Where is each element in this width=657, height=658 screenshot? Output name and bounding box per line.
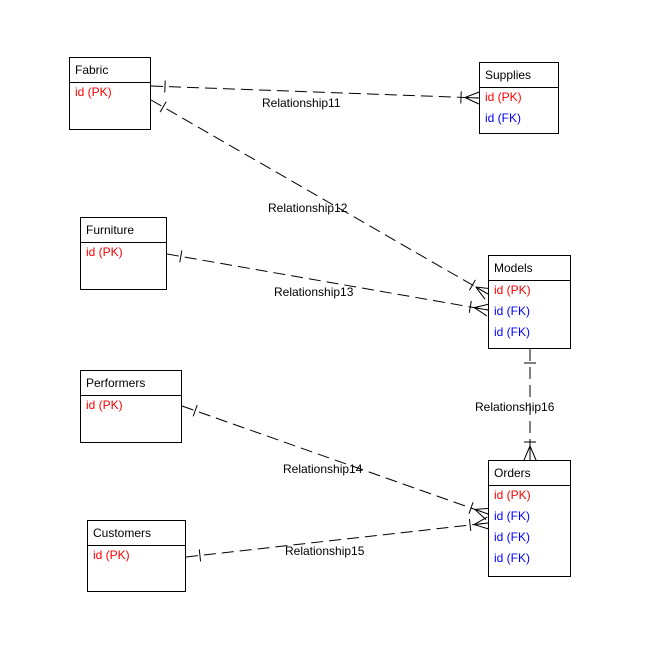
entity-title: Models xyxy=(489,256,570,281)
crows-foot-prong xyxy=(464,91,480,98)
relationship-line xyxy=(185,522,489,558)
entity-title: Supplies xyxy=(480,63,558,88)
foreign-key-attribute: id (FK) xyxy=(494,509,530,523)
relationship-label: Relationship14 xyxy=(283,462,363,476)
primary-key-attribute: id (PK) xyxy=(485,90,522,104)
one-cardinality-bar xyxy=(192,404,198,417)
entity-title: Orders xyxy=(489,461,570,486)
primary-key-attribute: id (PK) xyxy=(494,283,531,297)
entity-furniture[interactable]: Furniture id (PK) xyxy=(80,217,167,290)
one-cardinality-bar xyxy=(179,250,183,263)
entity-title: Customers xyxy=(88,521,185,546)
entity-customers[interactable]: Customers id (PK) xyxy=(87,520,186,592)
crows-foot-prong xyxy=(474,508,487,521)
primary-key-attribute: id (PK) xyxy=(86,398,123,412)
crows-foot-prong xyxy=(464,96,480,99)
relationship-label: Relationship12 xyxy=(268,201,348,215)
relationship-label: Relationship16 xyxy=(475,400,555,414)
foreign-key-attribute: id (FK) xyxy=(485,111,521,125)
crows-foot-prong xyxy=(474,507,491,510)
entity-fabric[interactable]: Fabric id (PK) xyxy=(69,57,151,130)
relationship-line xyxy=(181,405,489,515)
one-cardinality-bar xyxy=(159,101,167,113)
crows-foot-prong xyxy=(464,97,479,105)
crows-foot-prong xyxy=(475,286,486,300)
foreign-key-attribute: id (FK) xyxy=(494,304,530,318)
one-cardinality-bar xyxy=(468,279,476,291)
crows-foot-prong xyxy=(474,508,489,515)
crows-foot-prong xyxy=(523,445,531,461)
entity-models[interactable]: Models id (PK) id (FK) id (FK) xyxy=(488,255,571,349)
primary-key-attribute: id (PK) xyxy=(494,488,531,502)
relationship-label: Relationship15 xyxy=(285,544,365,558)
entity-title: Furniture xyxy=(81,218,166,243)
relationship-line xyxy=(150,99,489,295)
entity-orders[interactable]: Orders id (PK) id (FK) id (FK) id (FK) xyxy=(488,460,571,577)
crows-foot-prong xyxy=(475,286,489,295)
crows-foot-prong xyxy=(474,303,490,309)
crows-foot-prong xyxy=(474,307,489,311)
one-cardinality-bar xyxy=(468,502,474,514)
crows-foot-prong xyxy=(473,307,488,317)
relationship-line xyxy=(166,253,489,311)
crows-foot-prong xyxy=(473,524,489,530)
relationship-line xyxy=(150,85,480,99)
relationship-label: Relationship13 xyxy=(274,285,354,299)
entity-title: Performers xyxy=(81,371,181,396)
primary-key-attribute: id (PK) xyxy=(75,85,112,99)
entity-performers[interactable]: Performers id (PK) xyxy=(80,370,182,443)
primary-key-attribute: id (PK) xyxy=(93,548,130,562)
entity-supplies[interactable]: Supplies id (PK) id (FK) xyxy=(479,62,559,134)
foreign-key-attribute: id (FK) xyxy=(494,551,530,565)
entity-title: Fabric xyxy=(70,58,150,83)
foreign-key-attribute: id (FK) xyxy=(494,325,530,339)
crows-foot-prong xyxy=(529,445,537,461)
relationship-label: Relationship11 xyxy=(262,96,341,110)
one-cardinality-bar xyxy=(468,300,472,313)
foreign-key-attribute: id (FK) xyxy=(494,530,530,544)
primary-key-attribute: id (PK) xyxy=(86,245,123,259)
one-cardinality-bar xyxy=(468,518,472,532)
crows-foot-prong xyxy=(473,516,488,526)
crows-foot-prong xyxy=(474,522,489,526)
one-cardinality-bar xyxy=(198,549,202,562)
